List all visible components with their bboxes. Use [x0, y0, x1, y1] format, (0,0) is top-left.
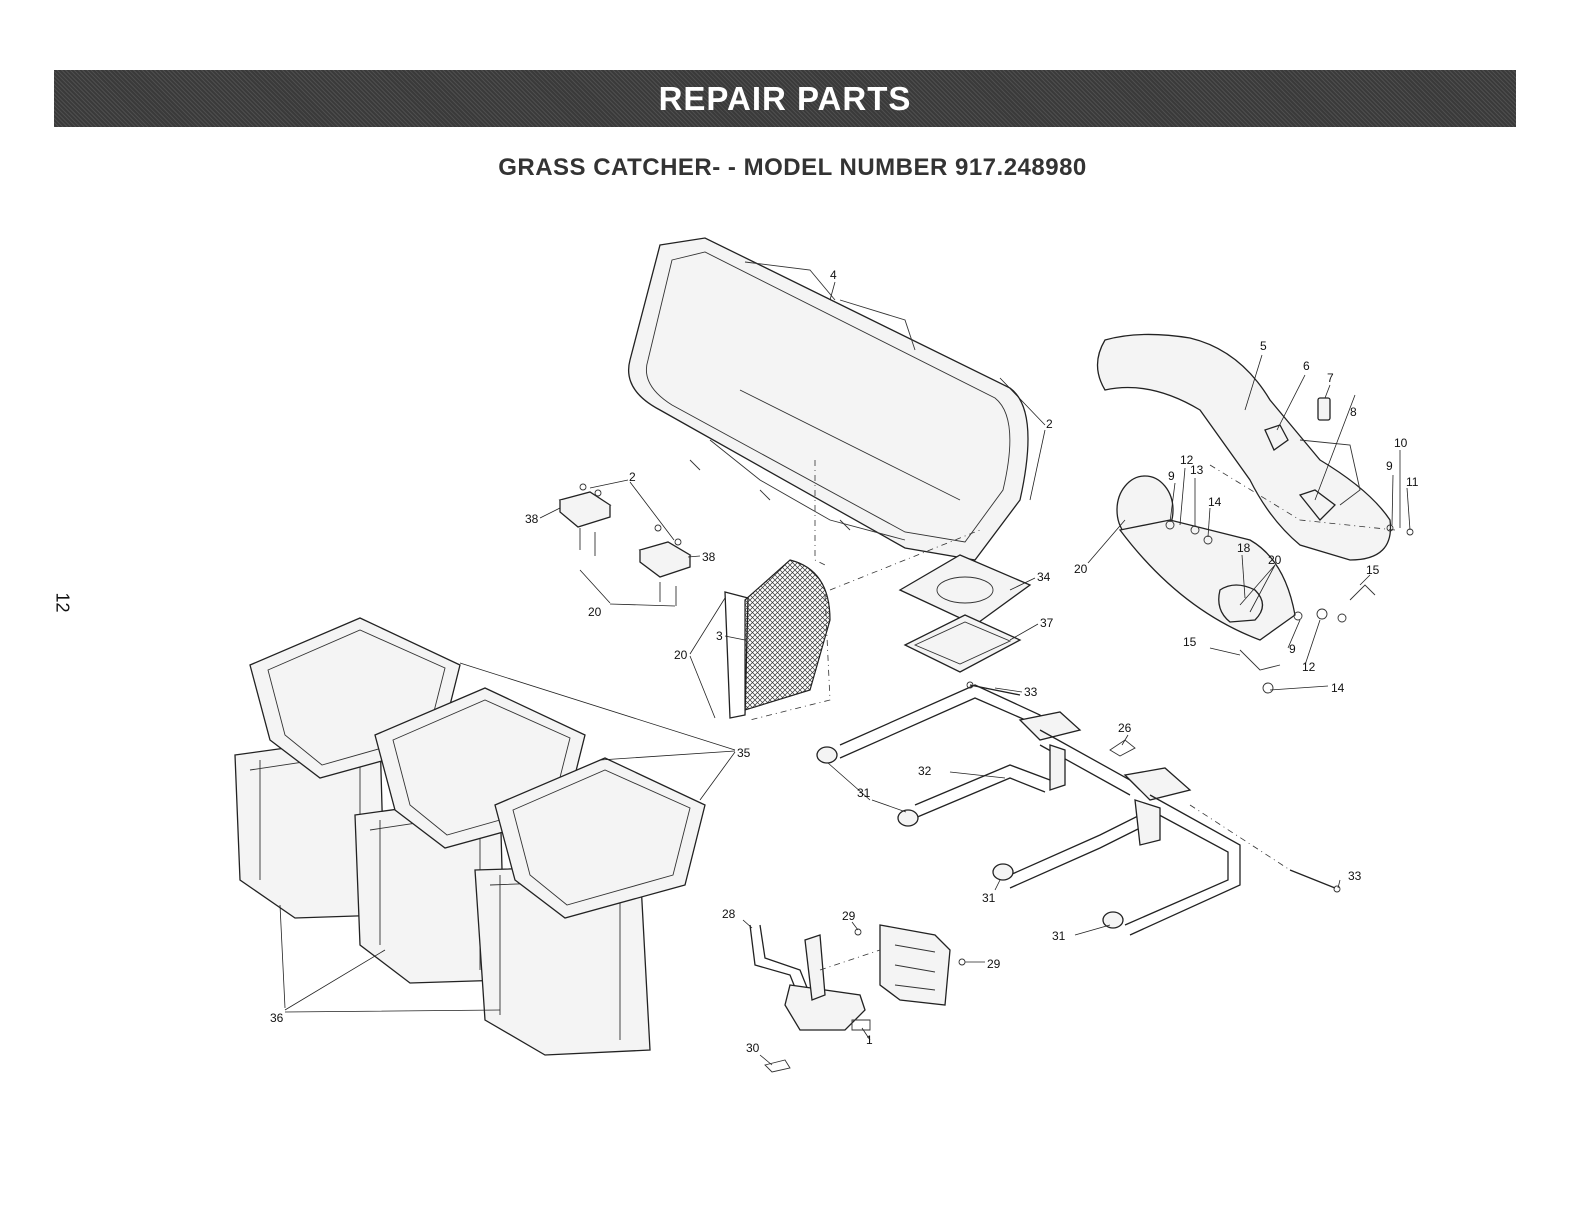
callout-20: 20	[1268, 553, 1282, 567]
clip-part-26	[1110, 740, 1135, 756]
callout-14: 14	[1208, 495, 1222, 509]
callout-31: 31	[1052, 929, 1066, 943]
hitch-assembly	[750, 925, 965, 1072]
callout-7: 7	[1327, 371, 1334, 385]
callout-38: 38	[525, 512, 539, 526]
callout-28: 28	[722, 907, 736, 921]
callout-9: 9	[1289, 642, 1296, 656]
callout-26: 26	[1118, 721, 1132, 735]
callout-29: 29	[842, 909, 856, 923]
callout-15: 15	[1183, 635, 1197, 649]
callout-12: 12	[1302, 660, 1316, 674]
callout-35: 35	[737, 746, 751, 760]
callout-5: 5	[1260, 339, 1267, 353]
brackets-part-38	[560, 484, 690, 606]
callout-29: 29	[987, 957, 1001, 971]
callout-20: 20	[674, 648, 688, 662]
callout-38: 38	[702, 550, 716, 564]
catcher-lid-part-4	[629, 238, 1028, 560]
callout-32: 32	[918, 764, 932, 778]
callout-36: 36	[270, 1011, 284, 1025]
callout-30: 30	[746, 1041, 760, 1055]
plates-34-37	[900, 555, 1030, 672]
callout-20: 20	[1074, 562, 1088, 576]
callout-10: 10	[1394, 436, 1408, 450]
callout-1: 1	[866, 1033, 873, 1047]
callout-33: 33	[1024, 685, 1038, 699]
callout-14: 14	[1331, 681, 1345, 695]
callout-34: 34	[1037, 570, 1051, 584]
callout-20: 20	[588, 605, 602, 619]
callout-11: 11	[1406, 475, 1419, 489]
callout-4: 4	[830, 268, 837, 282]
callout-31: 31	[857, 786, 871, 800]
callout-6: 6	[1303, 359, 1310, 373]
callout-31: 31	[982, 891, 996, 905]
callout-9: 9	[1386, 459, 1393, 473]
callout-13: 13	[1190, 463, 1204, 477]
callout-8: 8	[1350, 405, 1357, 419]
callout-18: 18	[1237, 541, 1251, 555]
callout-33: 33	[1348, 869, 1362, 883]
callout-9: 9	[1168, 469, 1175, 483]
callout-2: 2	[1046, 417, 1053, 431]
callout-3: 3	[716, 629, 723, 643]
frame-part-32	[817, 685, 1240, 935]
callout-37: 37	[1040, 616, 1054, 630]
callout-2: 2	[629, 470, 636, 484]
basket-right	[475, 758, 705, 1055]
callout-15: 15	[1366, 563, 1380, 577]
